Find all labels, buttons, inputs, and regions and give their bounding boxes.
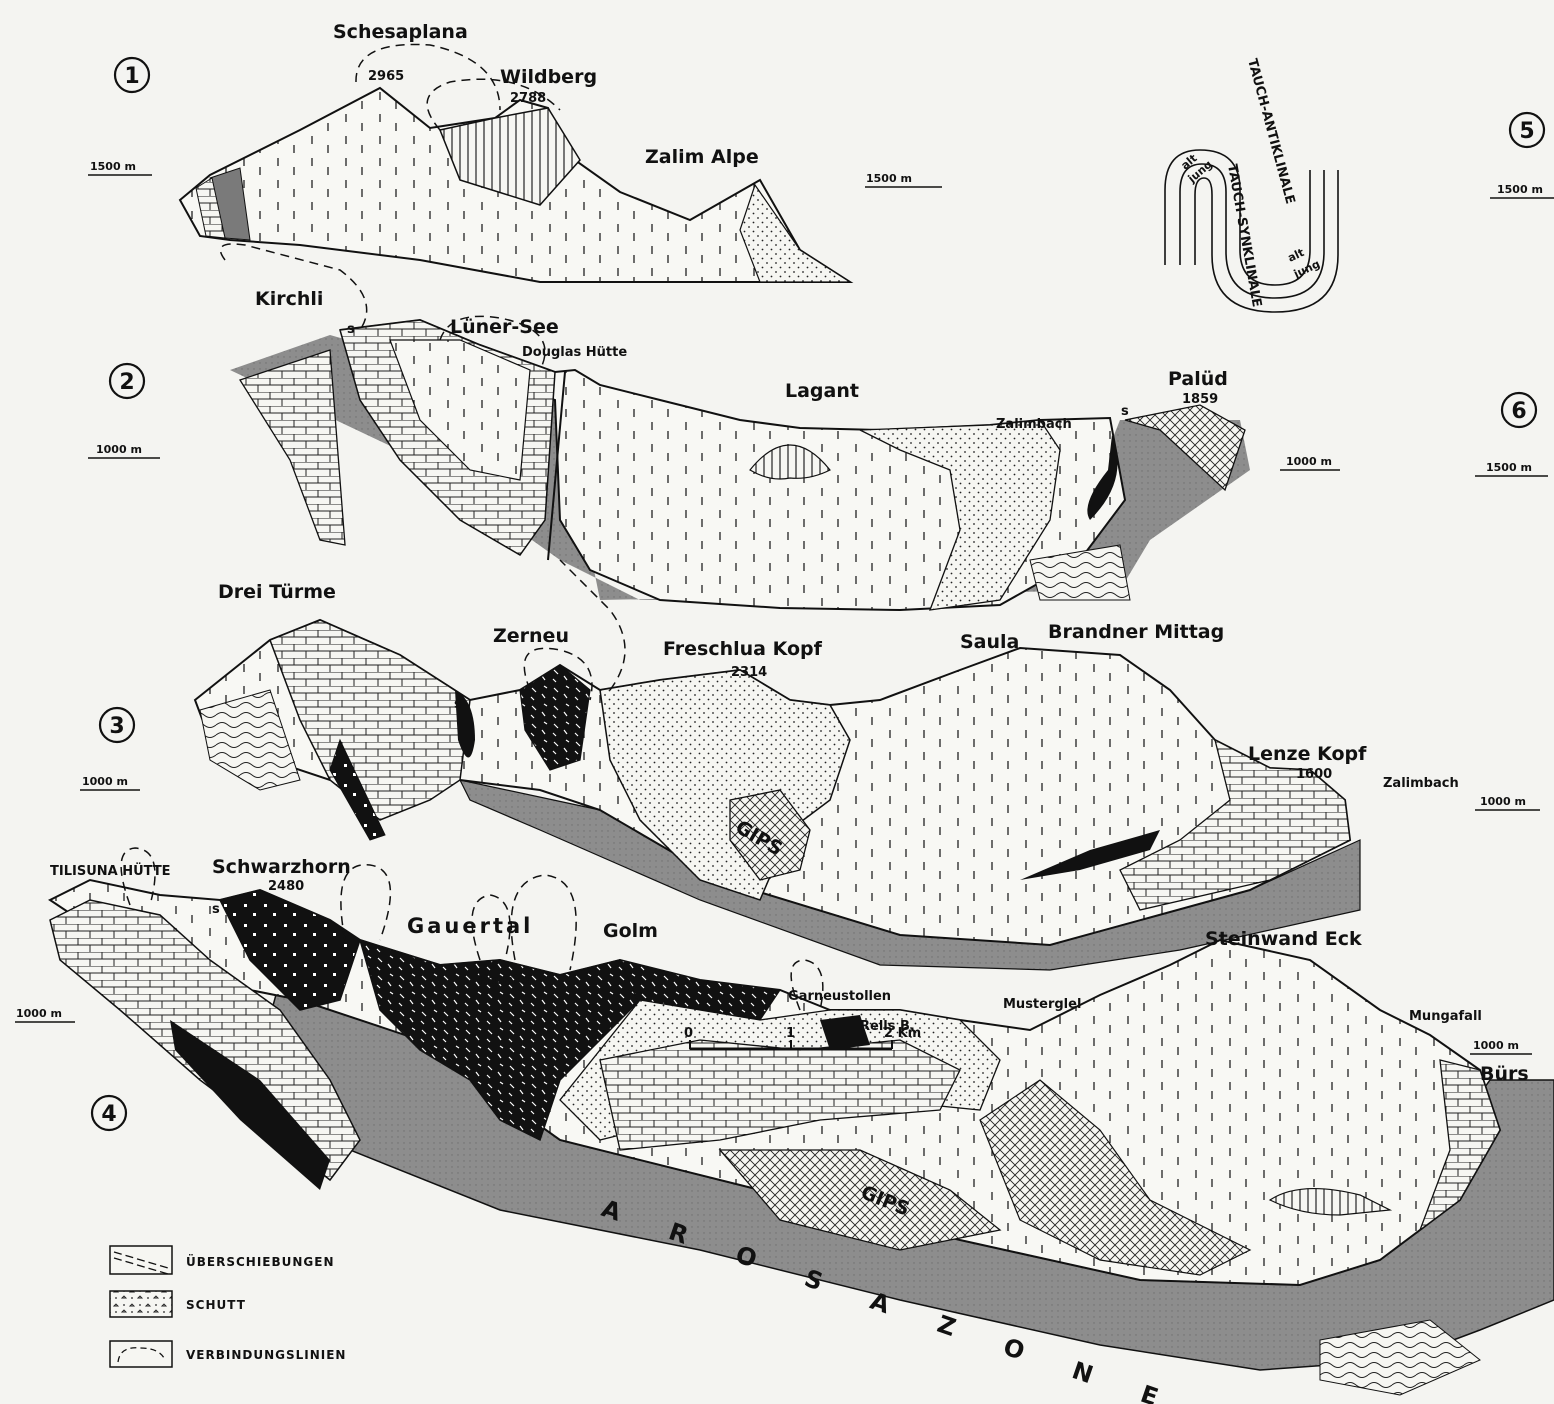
p3-left-scale-label: 1000 m [82, 775, 128, 788]
label-musterglel: Musterglel [1003, 997, 1081, 1012]
label-lenze-kopf: Lenze Kopf [1248, 743, 1367, 765]
profile-number-2: 2 [110, 364, 144, 398]
svg-text:6: 6 [1511, 399, 1526, 424]
label-tauch-synklinale: TAUCH-SYNKLINALE [1224, 163, 1264, 308]
scree-pattern-icon [110, 1291, 172, 1317]
profile-number-6: 6 [1502, 393, 1536, 427]
label-palued-elev: 1859 [1182, 392, 1218, 407]
label-wildberg-elev: 2788 [510, 91, 546, 106]
label-zerneu: Zerneu [493, 625, 569, 647]
p2-left-scale-label: 1000 m [96, 443, 142, 456]
label-freschlua-elev: 2314 [731, 665, 767, 680]
legend-item-connecting: VERBINDUNGSLINIEN [110, 1341, 346, 1367]
profile-2-connecting-line [221, 244, 367, 330]
label-golm: Golm [603, 920, 658, 942]
svg-text:2: 2 [119, 370, 134, 395]
label-tauch-antiklinale: TAUCH-ANTIKLINALE [1244, 57, 1297, 206]
label-schesaplana-elev: 2965 [368, 69, 404, 84]
label-buers: Bürs [1480, 1063, 1529, 1085]
label-lenze-elev: 1600 [1296, 767, 1332, 782]
p5-scale-label: 1500 m [1497, 183, 1543, 196]
svg-text:4: 4 [101, 1102, 116, 1127]
legend-label-scree: SCHUTT [186, 1298, 246, 1312]
inset-fold-inner [1195, 170, 1338, 312]
label-s-mark-3: s [454, 697, 462, 712]
label-s-mark-2b: s [1121, 404, 1129, 419]
label-palued: Palüd [1168, 368, 1228, 390]
profile-number-1: 1 [115, 58, 149, 92]
svg-text:1: 1 [124, 64, 139, 89]
profile-number-4: 4 [92, 1096, 126, 1130]
profile-2-brick-slab [240, 350, 345, 545]
label-brandner-mittag: Brandner Mittag [1048, 621, 1224, 643]
label-luener-see: Lüner-See [450, 316, 559, 338]
label-saula: Saula [960, 631, 1019, 653]
label-douglas-huette: Douglas Hütte [522, 345, 627, 360]
scale-tick-1: 1 [786, 1026, 795, 1041]
label-garneustollen: Garneustollen [788, 989, 891, 1004]
profile-2 [221, 244, 1251, 610]
p2-right-scale-label: 1000 m [1286, 455, 1332, 468]
scale-tick-2: 2 Km [884, 1026, 921, 1041]
label-kirchli: Kirchli [255, 288, 323, 310]
label-drei-tuerme: Drei Türme [218, 581, 336, 603]
p4-left-scale-label: 1000 m [16, 1007, 62, 1020]
svg-text:3: 3 [109, 714, 124, 739]
label-zalim-alpe: Zalim Alpe [645, 146, 759, 168]
label-schwarzhorn: Schwarzhorn [212, 856, 351, 878]
label-steinwand-eck: Steinwand Eck [1205, 928, 1362, 950]
legend: ÜBERSCHIEBUNGEN SCHUTT VERBINDUNGSLINIEN [110, 1246, 346, 1367]
label-zalimbach-3: Zalimbach [1383, 776, 1459, 791]
label-s-mark-2a: s [347, 322, 355, 337]
p1-right-scale-label: 1500 m [866, 172, 912, 185]
p1-left-scale-label: 1500 m [90, 160, 136, 173]
p6-scale-label: 1500 m [1486, 461, 1532, 474]
label-rasafei: Rasafei [478, 973, 532, 988]
p4-right-scale-label: 1000 m [1473, 1039, 1519, 1052]
profile-1-stipple [740, 185, 850, 282]
scale-tick-0: 0 [684, 1026, 693, 1041]
profile-3-brick-belt [270, 620, 470, 820]
profile-number-3: 3 [100, 708, 134, 742]
label-freschlua-kopf: Freschlua Kopf [663, 638, 823, 660]
label-alt-2: alt [1286, 246, 1306, 265]
legend-label-thrust: ÜBERSCHIEBUNGEN [186, 1254, 335, 1269]
svg-text:5: 5 [1519, 119, 1534, 144]
connecting-line-icon [110, 1341, 172, 1367]
legend-item-scree: SCHUTT [110, 1291, 246, 1317]
label-lagant: Lagant [785, 380, 859, 402]
label-zalimbach-2: Zalimbach [996, 417, 1072, 432]
legend-item-thrust: ÜBERSCHIEBUNGEN [110, 1246, 335, 1274]
label-wildberg: Wildberg [500, 66, 597, 88]
label-tilisuna-huette: TILISUNA HÜTTE [50, 863, 171, 879]
label-schwarzhorn-elev: 2480 [268, 879, 304, 894]
legend-label-connecting: VERBINDUNGSLINIEN [186, 1348, 346, 1362]
p3-right-scale-label: 1000 m [1480, 795, 1526, 808]
label-s-mark-4: s [212, 902, 220, 917]
label-mungafall: Mungafall [1409, 1009, 1482, 1024]
profile-number-5: 5 [1510, 113, 1544, 147]
label-gauertal: Gauertal [407, 914, 533, 938]
label-schesaplana: Schesaplana [333, 21, 468, 43]
